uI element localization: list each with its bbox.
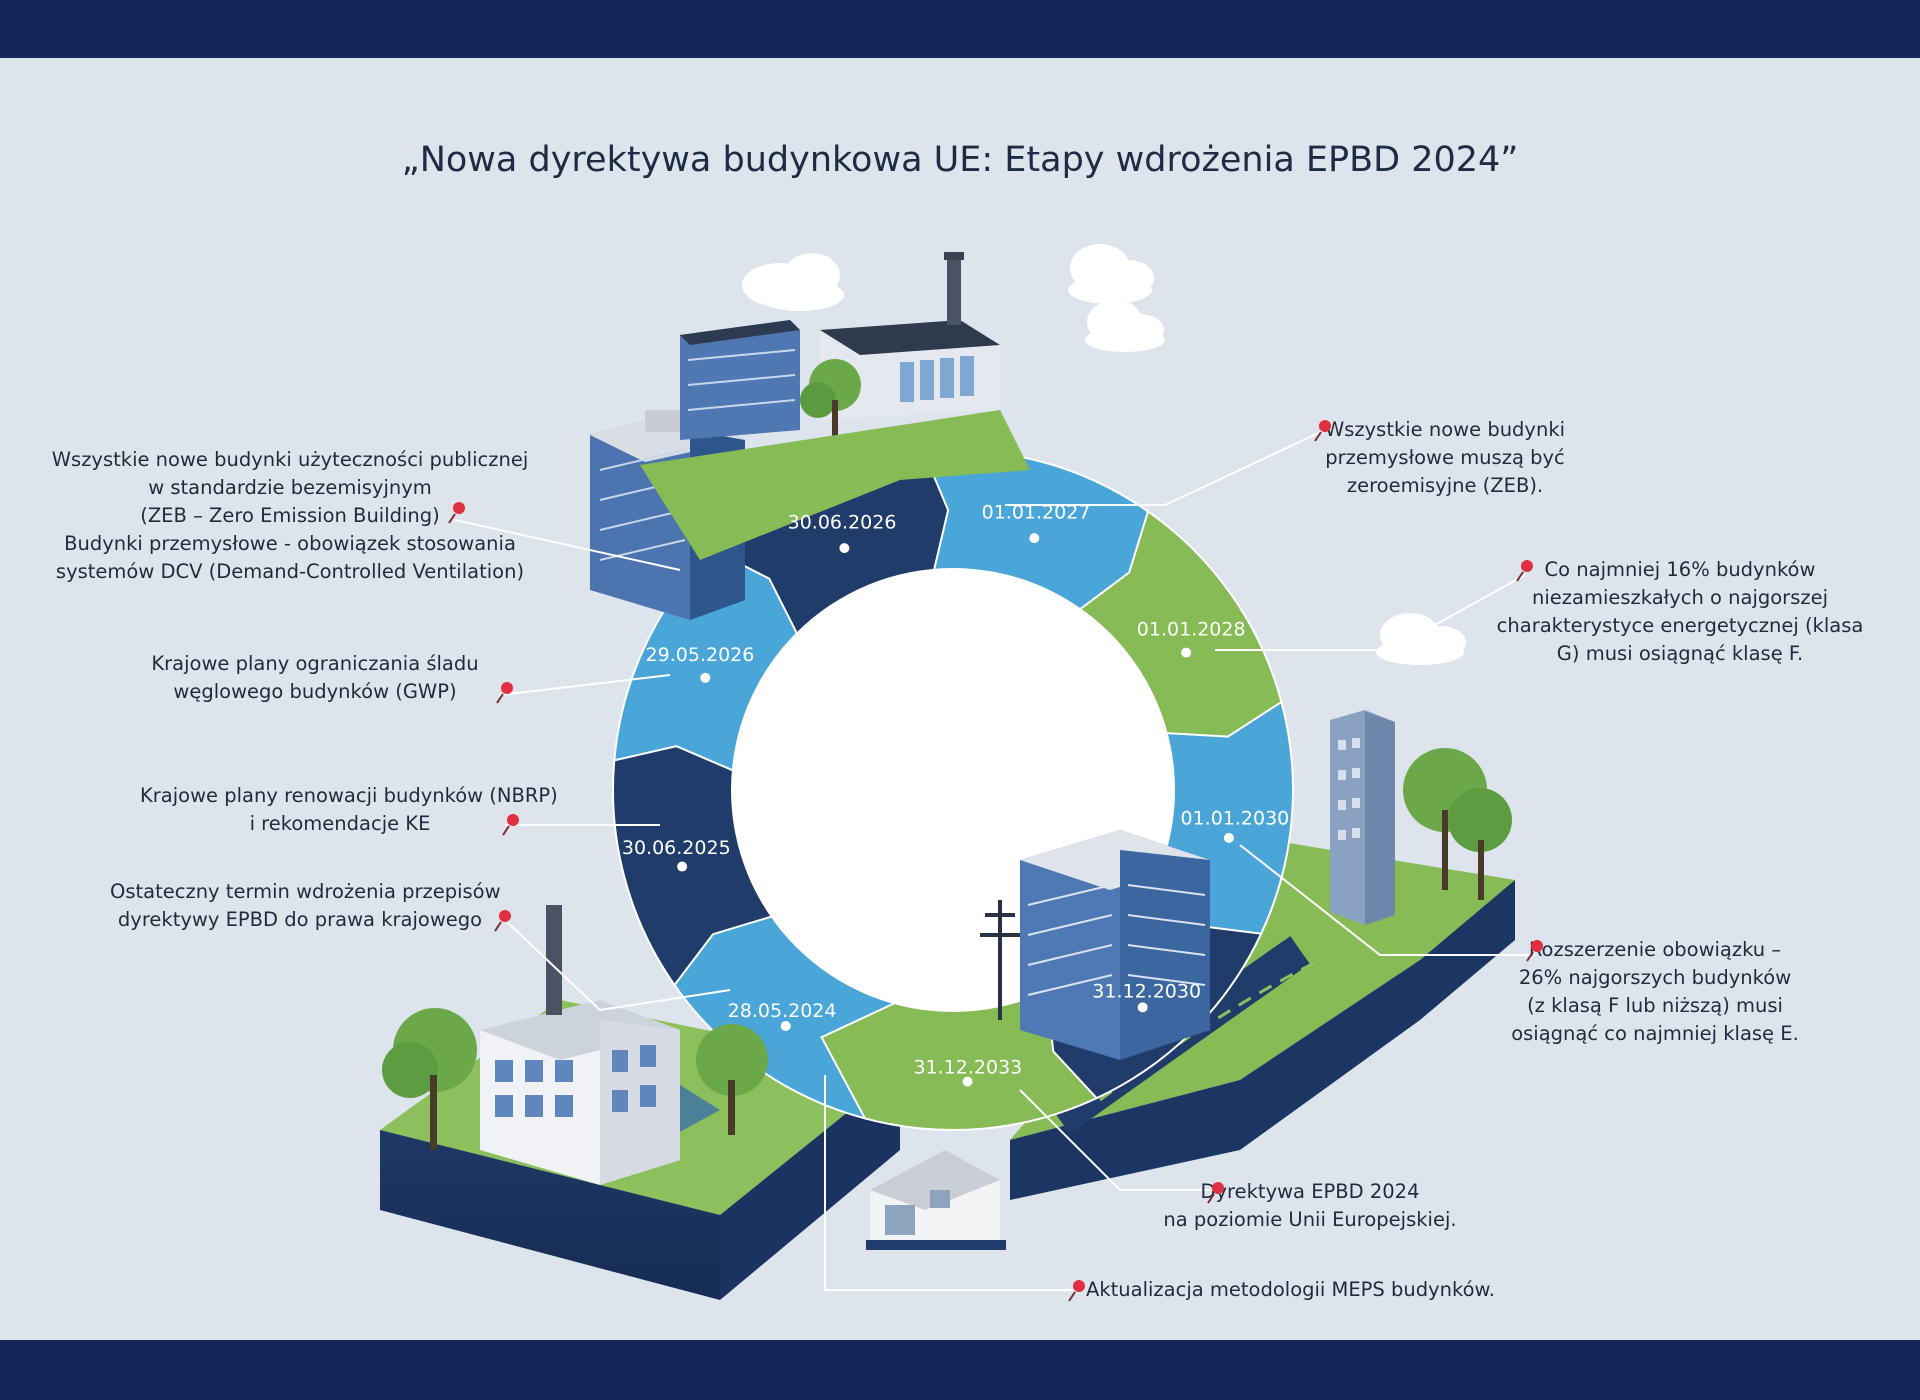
milestone-dot bbox=[839, 543, 850, 554]
building-icon bbox=[820, 320, 1000, 420]
building-icon bbox=[680, 320, 800, 440]
chimney-icon bbox=[944, 252, 964, 325]
building-icon bbox=[866, 1150, 1006, 1250]
cloud-icon bbox=[1085, 300, 1165, 352]
tree-icon bbox=[1403, 748, 1512, 900]
milestone-date: 29.05.2026 bbox=[646, 644, 755, 666]
milestone-date: 01.01.2030 bbox=[1180, 808, 1289, 830]
milestone-label: Aktualizacja metodologii MEPS budynków. bbox=[1086, 1278, 1495, 1301]
leader-line bbox=[499, 674, 671, 696]
milestone-date: 01.01.2027 bbox=[982, 501, 1091, 523]
tree-icon bbox=[800, 359, 861, 440]
milestone-date: 28.05.2024 bbox=[728, 1000, 837, 1022]
chimney-icon bbox=[546, 905, 562, 1015]
leader-line bbox=[1019, 1089, 1210, 1191]
leader-line bbox=[454, 519, 681, 571]
milestone-date: 30.06.2026 bbox=[788, 512, 897, 534]
milestone-dot bbox=[677, 861, 688, 872]
pushpin-icon bbox=[1068, 1280, 1085, 1302]
milestone-label: Krajowe plany renowacji budynków (NBRP)i… bbox=[140, 784, 558, 835]
pushpin-icon bbox=[502, 814, 519, 836]
cloud-icon bbox=[742, 253, 844, 311]
leader-line bbox=[1215, 574, 1526, 651]
tree-icon bbox=[382, 1008, 477, 1150]
cloud-icon bbox=[1068, 244, 1154, 304]
pushpin-icon bbox=[1314, 420, 1331, 442]
cloud-icon bbox=[1376, 613, 1466, 665]
milestone-dot bbox=[780, 1021, 791, 1032]
power-pylon-icon bbox=[980, 900, 1020, 1020]
building-icon bbox=[1330, 710, 1395, 925]
pushpin-icon bbox=[1207, 1182, 1224, 1204]
pushpin-icon bbox=[1516, 560, 1533, 582]
milestone-dot bbox=[1223, 832, 1234, 843]
building-icon bbox=[480, 905, 680, 1185]
leader-line bbox=[824, 1075, 1080, 1291]
building-icon bbox=[1020, 830, 1210, 1060]
leader-line bbox=[1239, 844, 1535, 956]
milestone-date: 31.12.2030 bbox=[1092, 981, 1201, 1003]
leader-line bbox=[1005, 429, 1326, 506]
pushpin-icon bbox=[1526, 940, 1543, 962]
leader-line bbox=[504, 919, 731, 1012]
milestone-date: 01.01.2028 bbox=[1137, 618, 1246, 640]
milestone-date: 31.12.2033 bbox=[913, 1057, 1022, 1079]
pushpin-icon bbox=[448, 502, 465, 524]
milestone-date: 30.06.2025 bbox=[622, 837, 731, 859]
milestone-dot bbox=[1137, 1002, 1148, 1013]
pushpin-icon bbox=[494, 910, 511, 932]
green-roof-ground bbox=[640, 410, 1030, 560]
milestone-label: Rozszerzenie obowiązku –26% najgorszych … bbox=[1511, 938, 1799, 1045]
milestone-dot bbox=[962, 1076, 973, 1087]
milestone-dot bbox=[1181, 647, 1192, 658]
pushpin-icon bbox=[496, 682, 513, 704]
milestone-dot bbox=[700, 672, 711, 683]
tree-icon bbox=[696, 1024, 768, 1135]
milestone-dot bbox=[1029, 533, 1040, 544]
milestone-label: Wszystkie nowe budynki użyteczności publ… bbox=[51, 448, 529, 583]
leader-lines bbox=[454, 429, 1535, 1291]
page-title: „Nowa dyrektywa budynkowa UE: Etapy wdro… bbox=[401, 140, 1519, 180]
